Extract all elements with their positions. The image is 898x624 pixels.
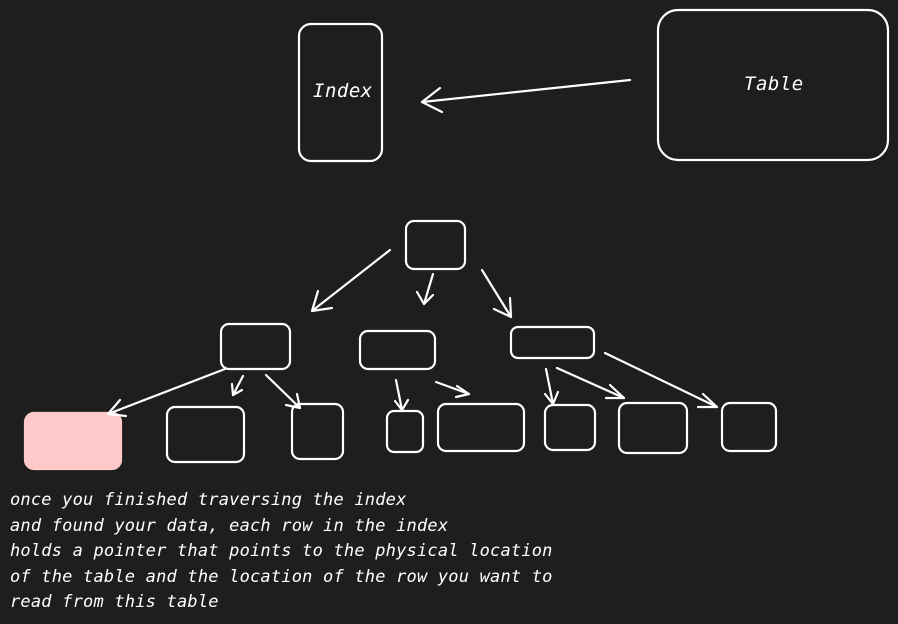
- tree-internal-node-right: [509, 325, 596, 360]
- table-to-index-arrow: [420, 78, 632, 114]
- tree-leaf-node: [720, 401, 778, 453]
- tree-edge-arrow: [230, 374, 245, 397]
- tree-internal-node-left: [219, 322, 292, 371]
- tree-root-node: [404, 219, 467, 271]
- explanation-note: once you finished traversing the index an…: [10, 488, 553, 616]
- tree-edge-arrow: [434, 380, 471, 399]
- tree-edge-arrow: [603, 351, 719, 409]
- index-box: [297, 22, 384, 163]
- tree-leaf-node: [385, 409, 425, 454]
- tree-internal-node-middle: [358, 329, 437, 371]
- tree-leaf-node: [290, 402, 345, 461]
- tree-leaf-node-found: [23, 411, 123, 471]
- note-line: once you finished traversing the index: [10, 490, 407, 510]
- tree-leaf-node: [617, 401, 689, 455]
- note-line: read from this table: [10, 592, 219, 612]
- tree-edge-arrow: [480, 268, 513, 319]
- tree-edge-arrow: [393, 378, 410, 412]
- tree-edge-arrow: [310, 248, 392, 313]
- tree-edge-arrow-to-found-row: [106, 367, 227, 418]
- tree-edge-arrow: [543, 367, 560, 406]
- tree-leaf-node: [543, 403, 597, 452]
- index-label: Index: [313, 80, 373, 102]
- note-line: of the table and the location of the row…: [10, 566, 553, 587]
- tree-edge-arrow: [264, 373, 302, 410]
- note-line: holds a pointer that points to the physi…: [10, 541, 553, 561]
- tree-leaf-node: [436, 402, 526, 453]
- table-label: Table: [744, 73, 804, 95]
- table-box: [656, 8, 890, 162]
- tree-edge-arrow: [415, 272, 435, 306]
- tree-leaf-node: [165, 405, 246, 464]
- note-line: and found your data, each row in the ind…: [10, 515, 449, 536]
- tree-edge-arrow: [555, 366, 626, 400]
